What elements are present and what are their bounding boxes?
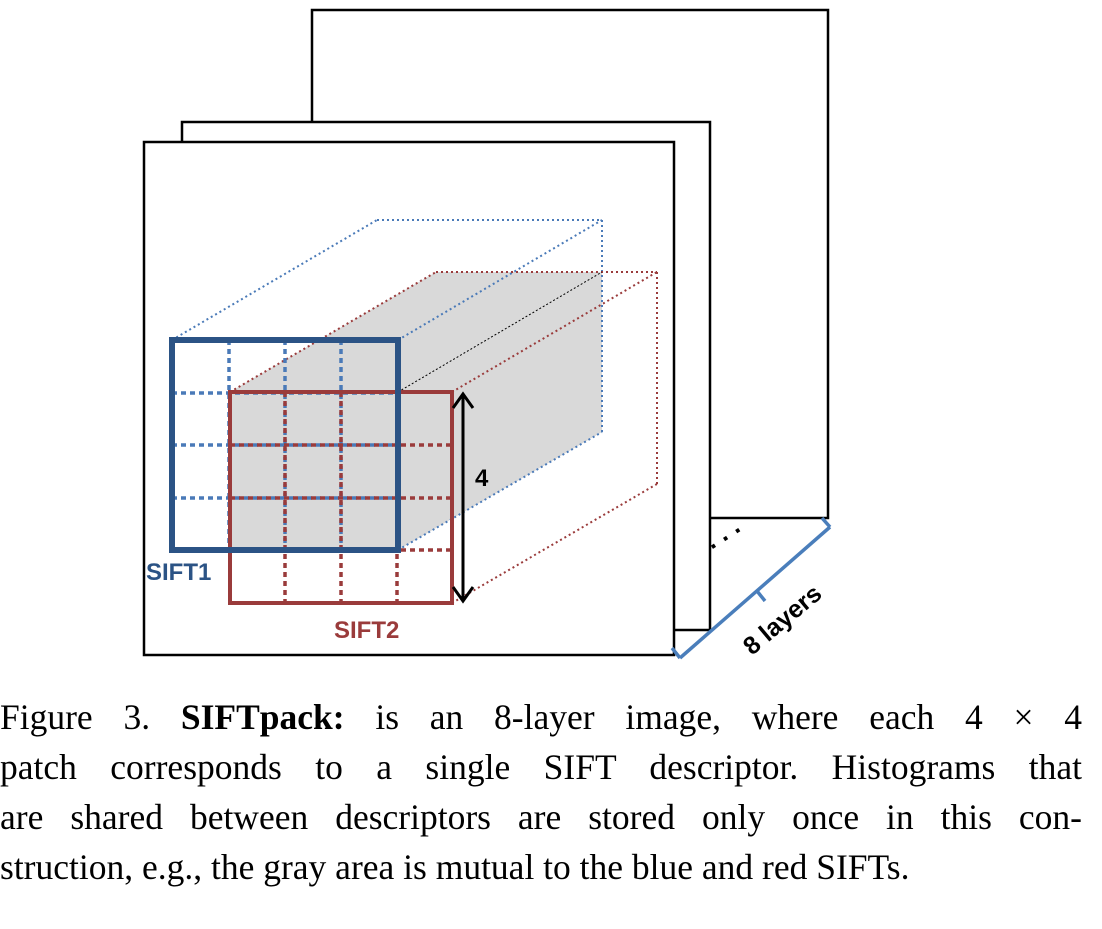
sift2-cuboid-edges [229, 271, 658, 604]
sift1-cuboid-edges [171, 219, 603, 551]
shared-gray-side [398, 272, 602, 550]
inner-edge [397, 271, 603, 393]
sift2-label: SIFT2 [334, 617, 399, 644]
layers-label: 8 layers [738, 579, 827, 660]
shared-gray-area [230, 392, 398, 550]
caption-title: SIFTpack: [180, 697, 345, 737]
siftpack-diagram: . . . [142, 8, 832, 661]
sift1-label: SIFT1 [146, 559, 211, 586]
figure-caption: Figure 3. SIFTpack: is an 8-layer image,… [0, 692, 1082, 892]
caption-line-1: Figure 3. SIFTpack: is an 8-layer image,… [0, 692, 1082, 742]
layers-bracket [670, 516, 832, 660]
dimension-label: 4 [475, 465, 489, 492]
caption-line-1-text: is an 8-layer image, where each 4 × 4 [375, 697, 1083, 737]
caption-line-2: patch corresponds to a single SIFT descr… [0, 747, 1082, 787]
caption-line-3: are shared between descriptors are store… [0, 797, 1082, 837]
sift2-outline [228, 390, 454, 605]
shared-gray-top [230, 272, 602, 392]
dimension-arrow [451, 391, 475, 604]
figure-number: Figure 3. [0, 697, 151, 737]
caption-line-4: struction, e.g., the gray area is mutual… [0, 847, 910, 887]
sift1-outline [169, 337, 401, 553]
